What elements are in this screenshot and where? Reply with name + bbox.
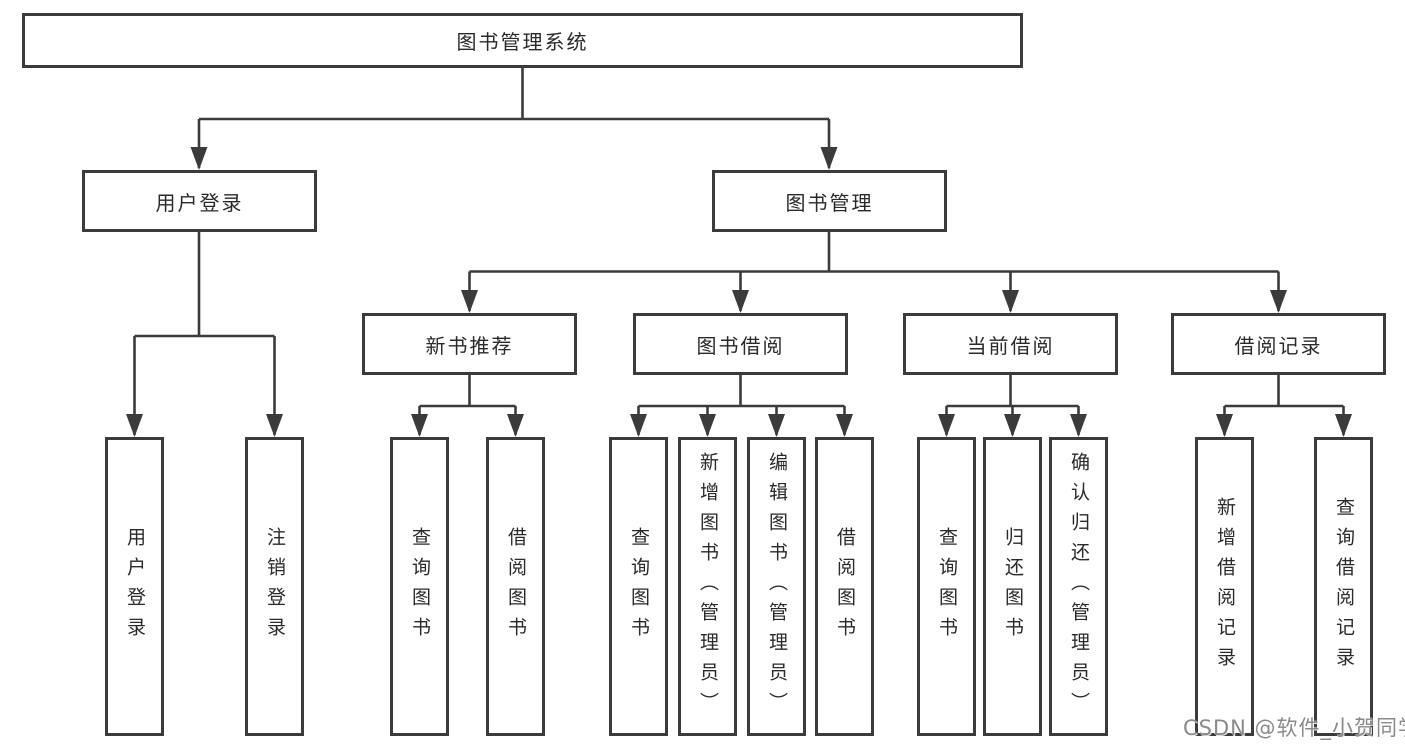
node-leaf-query-books-borrowing: 查询图书: [609, 437, 668, 736]
node-root-label: 图书管理系统: [456, 30, 589, 54]
node-current-borrowing-label: 当前借阅: [966, 333, 1055, 358]
node-root: 图书管理系统: [22, 13, 1023, 68]
arrow-down-icon: [1270, 290, 1287, 313]
node-leaf-query-books-recommend: 查询图书: [390, 437, 449, 736]
tree-edges: [133, 68, 1345, 435]
node-leaf-logout: 注销登录: [245, 437, 304, 736]
arrow-down-icon: [1335, 414, 1352, 437]
arrow-down-icon: [461, 290, 478, 313]
node-leaf-user-login: 用户登录: [105, 437, 164, 736]
arrow-down-icon: [630, 414, 647, 437]
node-user-login: 用户登录: [82, 170, 317, 232]
arrow-down-icon: [836, 414, 853, 437]
node-leaf-query-books-recommend-label: 查询图书: [409, 526, 431, 647]
arrow-down-icon: [732, 290, 749, 313]
node-leaf-query-borrow-record-label: 查询借阅记录: [1333, 496, 1355, 677]
arrow-down-icon: [190, 147, 208, 170]
arrow-down-icon: [699, 414, 716, 437]
node-leaf-borrow-books-recommend-label: 借阅图书: [505, 526, 527, 647]
node-book-management: 图书管理: [712, 170, 947, 232]
node-leaf-borrow-books-recommend: 借阅图书: [486, 437, 545, 736]
arrow-down-icon: [938, 414, 955, 437]
node-leaf-return-books: 归还图书: [983, 437, 1042, 736]
node-leaf-logout-label: 注销登录: [264, 526, 286, 647]
csdn-watermark: CSDN @软件_小贺同学: [1183, 716, 1405, 740]
node-leaf-add-books-admin-label: 新增图书（管理员）: [697, 451, 719, 722]
arrow-down-icon: [768, 414, 785, 437]
node-borrowing-records-label: 借阅记录: [1234, 333, 1323, 358]
arrow-down-icon: [820, 147, 838, 170]
node-leaf-add-books-admin: 新增图书（管理员）: [678, 437, 737, 736]
arrow-down-icon: [1070, 414, 1087, 437]
arrow-down-icon: [126, 414, 143, 437]
node-user-login-label: 用户登录: [155, 190, 244, 215]
node-book-management-label: 图书管理: [785, 190, 874, 215]
node-leaf-add-borrow-record-label: 新增借阅记录: [1214, 496, 1236, 677]
node-leaf-add-borrow-record: 新增借阅记录: [1195, 437, 1254, 736]
node-new-book-recommend: 新书推荐: [362, 313, 577, 375]
node-current-borrowing: 当前借阅: [903, 313, 1118, 375]
node-leaf-query-books-current-label: 查询图书: [936, 526, 958, 647]
arrow-down-icon: [1002, 290, 1019, 313]
node-borrowing-records: 借阅记录: [1171, 313, 1386, 375]
node-leaf-query-books-current: 查询图书: [917, 437, 976, 736]
arrow-down-icon: [266, 414, 283, 437]
node-leaf-user-login-label: 用户登录: [124, 526, 146, 647]
node-book-borrowing-label: 图书借阅: [696, 333, 785, 358]
arrow-down-icon: [411, 414, 428, 437]
node-new-book-recommend-label: 新书推荐: [425, 333, 514, 358]
node-leaf-confirm-return-admin: 确认归还（管理员）: [1049, 437, 1108, 736]
node-leaf-borrow-books-label: 借阅图书: [834, 526, 856, 647]
arrow-down-icon: [1216, 414, 1233, 437]
node-book-borrowing: 图书借阅: [633, 313, 848, 375]
node-leaf-borrow-books: 借阅图书: [815, 437, 874, 736]
arrow-down-icon: [1004, 414, 1021, 437]
node-leaf-return-books-label: 归还图书: [1002, 526, 1024, 647]
node-leaf-query-borrow-record: 查询借阅记录: [1314, 437, 1373, 736]
node-leaf-edit-books-admin-label: 编辑图书（管理员）: [766, 451, 788, 722]
node-leaf-confirm-return-admin-label: 确认归还（管理员）: [1068, 451, 1090, 722]
node-leaf-query-books-borrowing-label: 查询图书: [628, 526, 650, 647]
node-leaf-edit-books-admin: 编辑图书（管理员）: [747, 437, 806, 736]
arrow-down-icon: [507, 414, 524, 437]
